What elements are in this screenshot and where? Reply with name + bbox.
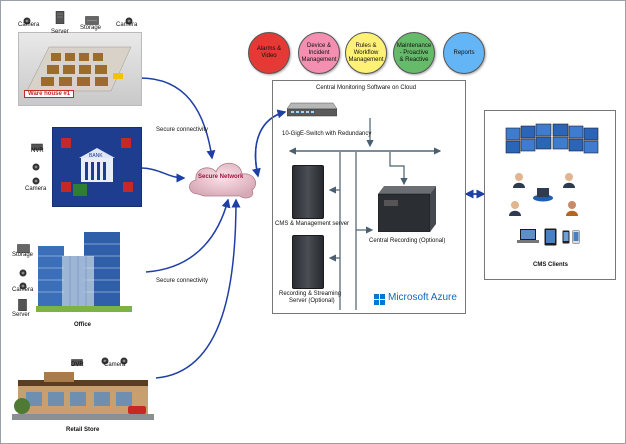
azure-label: Microsoft Azure [388, 292, 457, 303]
camera-icon [18, 264, 28, 282]
tablet-icon [544, 228, 557, 251]
central-recording-icon [377, 186, 436, 233]
retail-title: Retail Store [66, 427, 100, 433]
panel-title: Central Monitoring Software on Cloud [316, 85, 417, 91]
user-icon [508, 200, 522, 221]
retail-dvr-label: DVR [71, 362, 84, 368]
cms-server-label: CMS & Management server [275, 221, 350, 227]
recording-server-icon [292, 235, 324, 289]
bank-nvr-label: NVR [31, 148, 44, 154]
hub-icon [532, 188, 554, 207]
warehouse-camera-right-label: Camera [116, 22, 138, 28]
secure-connectivity-top-label: Secure connectivity [156, 127, 209, 133]
bank-link-arrow [139, 167, 186, 183]
central-recording-label: Central Recording (Optional) [369, 238, 446, 244]
office-storage-label: Storage [12, 252, 34, 258]
camera-icon [31, 158, 41, 176]
retail-camera-label: Camera [104, 362, 126, 368]
retail-store-image [12, 366, 154, 420]
warehouse-link-arrow [139, 77, 216, 160]
camera-icon [31, 172, 41, 190]
camera-icon [22, 12, 32, 30]
camera-icon [18, 277, 28, 295]
warehouse-badge: Ware house #1 [24, 90, 75, 98]
cloud-icon: Secure Network [184, 156, 262, 200]
office-link-arrow [145, 198, 231, 273]
switch-label: 10-GigE-Switch with Redundancy [282, 131, 372, 137]
user-icon [565, 200, 579, 221]
video-wall-icon [504, 122, 602, 162]
azure-logo-icon [374, 292, 385, 305]
phone-icon [562, 230, 570, 249]
camera-icon [124, 12, 134, 30]
dvr-icon [71, 353, 83, 371]
cloud-label: Secure Network [198, 174, 244, 180]
laptop-icon [517, 228, 539, 249]
warehouse-server-label: Server [51, 29, 69, 35]
office-title: Office [74, 322, 92, 328]
warehouse-storage-label: Storage [80, 25, 102, 31]
warehouse-image [18, 32, 142, 106]
alarms-video-circle: Alarms &Video [248, 32, 290, 74]
secure-connectivity-bottom-label: Secure connectivity [156, 278, 209, 284]
retail-link-arrow [155, 198, 241, 379]
office-image [36, 232, 132, 316]
bank-sign: BANK [89, 153, 103, 159]
user-icon [562, 172, 576, 193]
recording-server-label-1: Recording & Streaming [279, 291, 342, 297]
cms-server-icon [292, 165, 324, 219]
server-icon [55, 10, 65, 29]
camera-icon [119, 352, 129, 370]
user-icon [512, 172, 526, 193]
warehouse-camera-left-label: Camera [18, 22, 40, 28]
office-server-label: Server [12, 312, 30, 318]
recording-server-label-2: Server (Optional) [289, 298, 335, 304]
nvr-icon [31, 138, 43, 156]
phone-icon [572, 230, 580, 249]
server-icon [18, 298, 27, 316]
cms-clients-title: CMS Clients [533, 262, 569, 268]
camera-icon [100, 352, 110, 370]
switch-icon [286, 101, 338, 117]
bank-camera-label: Camera [25, 186, 47, 192]
maintenance-circle: Maintenance- Proactive& Reactive [393, 32, 435, 74]
reports-circle: Reports [443, 32, 485, 74]
central-monitoring-panel [272, 80, 466, 314]
storage-icon [17, 240, 30, 258]
office-camera-label: Camera [12, 287, 34, 293]
bank-image: BANK [52, 127, 142, 207]
storage-icon [85, 12, 99, 30]
